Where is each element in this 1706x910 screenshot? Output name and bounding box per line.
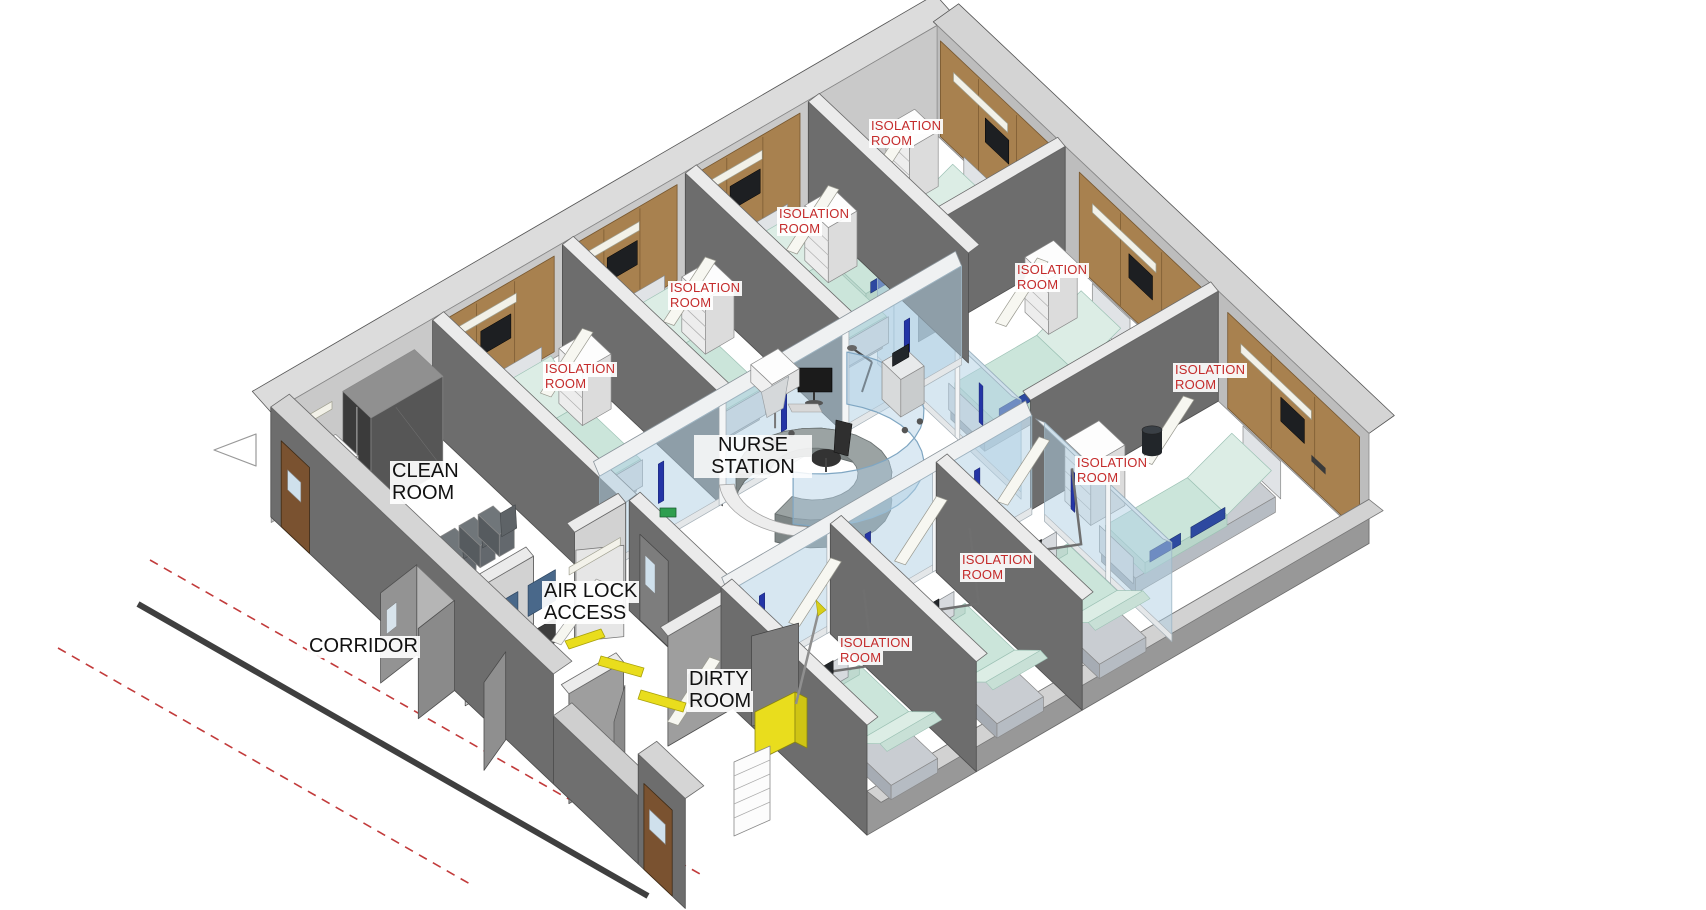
- label-line: ROOM: [1015, 276, 1061, 292]
- label-line: ISOLATION: [1075, 455, 1150, 471]
- label-line: ROOM: [1075, 469, 1121, 485]
- label-line: ROOM: [668, 294, 714, 310]
- label-line: CLEAN: [390, 460, 461, 483]
- label-line: ISOLATION: [960, 552, 1035, 568]
- label-line: ISOLATION: [838, 635, 913, 651]
- label-line: ROOM: [390, 481, 457, 504]
- label-line: ROOM: [543, 375, 589, 391]
- label-line: STATION: [694, 456, 812, 478]
- label-line: ISOLATION: [1173, 362, 1248, 378]
- label-line: ISOLATION: [869, 118, 944, 134]
- label-line: CORRIDOR: [307, 635, 420, 658]
- label-line: ISOLATION: [543, 361, 618, 377]
- label-line: ROOM: [1173, 376, 1219, 392]
- label-line: ROOM: [838, 649, 884, 665]
- label-line: ROOM: [960, 566, 1006, 582]
- label-corridor: CORRIDOR: [307, 635, 420, 658]
- label-line: DIRTY: [687, 668, 751, 691]
- label-line: AIR LOCK: [542, 580, 640, 603]
- corridor-markings: [57, 433, 701, 899]
- label-line: ISOLATION: [668, 280, 743, 296]
- label-line: ROOM: [869, 132, 915, 148]
- label-line: ROOM: [687, 689, 754, 712]
- label-line: ACCESS: [542, 601, 629, 624]
- label-line: ISOLATION: [777, 206, 852, 222]
- label-line: ROOM: [777, 220, 823, 236]
- label-line: ISOLATION: [1015, 262, 1090, 278]
- label-line: NURSE: [694, 434, 812, 457]
